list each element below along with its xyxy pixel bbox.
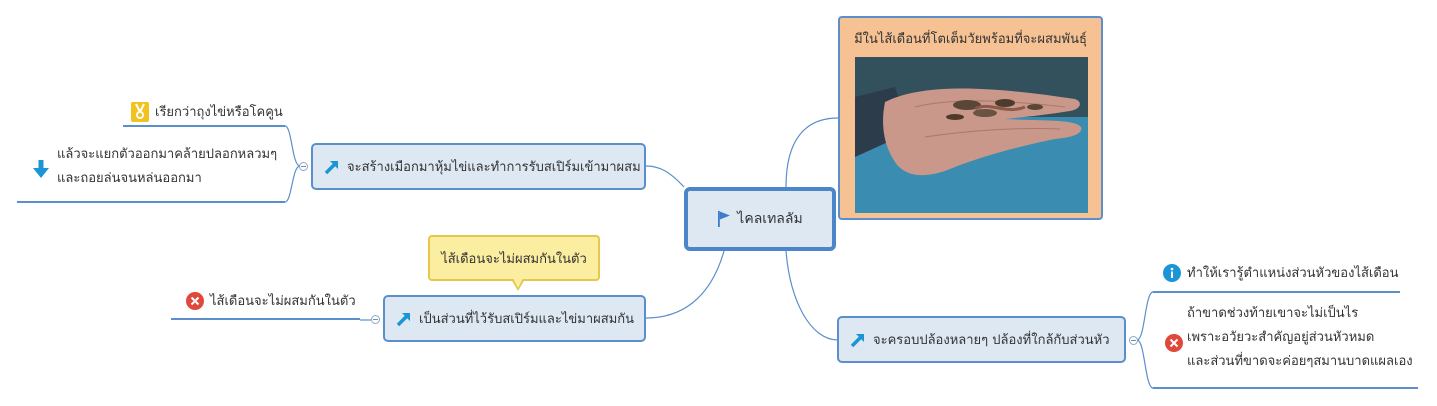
flag-icon xyxy=(717,210,731,228)
error-x-icon xyxy=(1165,334,1183,356)
callout-note[interactable]: ไส้เดือนจะไม่ผสมกันในตัว xyxy=(428,235,600,281)
bottom-left-child-1-text: ไส้เดือนจะไม่ผสมกันในตัว xyxy=(210,294,356,309)
central-topic-label: ไคลเทลลัม xyxy=(737,211,803,227)
bottom-right-child-1[interactable]: ทำให้เรารู้ตำแหน่งส่วนหัวของไส้เดือน xyxy=(1163,262,1399,283)
link-center-bottom-right xyxy=(785,250,839,341)
link-tl-child1 xyxy=(284,125,301,167)
collapse-toggle-bottom-left[interactable] xyxy=(371,315,380,324)
bottom-left-topic-label: เป็นส่วนที่ไว้รับสเปิร์มและไข่มาผสมกัน xyxy=(419,312,635,327)
top-left-topic-label: จะสร้างเมือกมาหุ้มไข่และทำการรับสเปิร์มเ… xyxy=(347,160,641,175)
top-left-child-1-text: เรียกว่าถุงไข่หรือโคคูน xyxy=(155,105,283,120)
hand-holding-earthworms-photo xyxy=(855,57,1088,213)
top-left-topic[interactable]: จะสร้างเมือกมาหุ้มไข่และทำการรับสเปิร์มเ… xyxy=(311,143,646,190)
bottom-right-child-2-line-2: เพราะอวัยวะสำคัญอยู่ส่วนหัวหมด xyxy=(1187,330,1375,345)
callout-note-text: ไส้เดือนจะไม่ผสมกันในตัว xyxy=(441,251,587,267)
link-center-top-left xyxy=(645,165,685,188)
bottom-right-child-1-underline xyxy=(1153,291,1400,293)
bottom-right-topic[interactable]: จะครอบปล้องหลายๆ ปล้องที่ใกล้กับส่วนหัว xyxy=(837,316,1126,363)
bottom-left-topic[interactable]: เป็นส่วนที่ไว้รับสเปิร์มและไข่มาผสมกัน xyxy=(383,295,646,342)
arrow-up-right-icon xyxy=(395,310,413,328)
link-center-bottom-left xyxy=(645,250,725,319)
collapse-toggle-bottom-right[interactable] xyxy=(1129,336,1138,345)
arrow-down-icon xyxy=(33,160,49,182)
top-left-child-2[interactable]: แล้วจะแยกตัวออกมาคล้ายปลอกหลวมๆ และถอยล่… xyxy=(57,143,277,191)
central-topic[interactable]: ไคลเทลลัม xyxy=(684,187,836,251)
info-icon xyxy=(1163,263,1181,282)
arrow-up-right-icon xyxy=(849,331,867,349)
link-center-photo xyxy=(785,117,839,188)
collapse-toggle-top-left[interactable] xyxy=(299,162,308,171)
callout-tail-inner xyxy=(513,278,523,288)
bottom-right-child-2-underline xyxy=(1153,387,1418,389)
bottom-right-child-2[interactable]: ถ้าขาดช่วงท้ายเขาจะไม่เป็นไร เพราะอวัยวะ… xyxy=(1187,302,1413,374)
bottom-right-child-1-text: ทำให้เรารู้ตำแหน่งส่วนหัวของไส้เดือน xyxy=(1187,266,1399,281)
bottom-left-child-1-underline xyxy=(171,318,360,320)
error-x-icon xyxy=(186,291,204,310)
top-left-child-2-line-1: แล้วจะแยกตัวออกมาคล้ายปลอกหลวมๆ xyxy=(57,147,278,162)
link-br-child2 xyxy=(1136,339,1154,389)
bottom-right-child-2-line-1: ถ้าขาดช่วงท้ายเขาจะไม่เป็นไร xyxy=(1187,306,1359,321)
photo-topic-title: มีในไส้เดือนที่โตเต็มวัยพร้อมที่จะผสมพัน… xyxy=(854,32,1087,47)
bottom-right-topic-label: จะครอบปล้องหลายๆ ปล้องที่ใกล้กับส่วนหัว xyxy=(873,333,1110,348)
link-tl-child2 xyxy=(284,165,301,203)
top-left-child-2-underline xyxy=(17,201,285,203)
medal-icon xyxy=(131,101,149,122)
bottom-left-child-1[interactable]: ไส้เดือนจะไม่ผสมกันในตัว xyxy=(186,290,356,311)
top-left-child-1[interactable]: เรียกว่าถุงไข่หรือโคคูน xyxy=(131,101,283,122)
top-left-child-1-underline xyxy=(123,125,285,127)
link-br-child1 xyxy=(1136,291,1154,341)
top-left-child-2-line-2: และถอยล่นจนหล่นออกมา xyxy=(57,171,202,186)
photo-topic[interactable]: มีในไส้เดือนที่โตเต็มวัยพร้อมที่จะผสมพัน… xyxy=(838,16,1103,220)
arrow-up-right-icon xyxy=(323,158,341,176)
bottom-right-child-2-line-3: และส่วนที่ขาดจะค่อยๆสมานบาดแผลเอง xyxy=(1187,354,1413,369)
